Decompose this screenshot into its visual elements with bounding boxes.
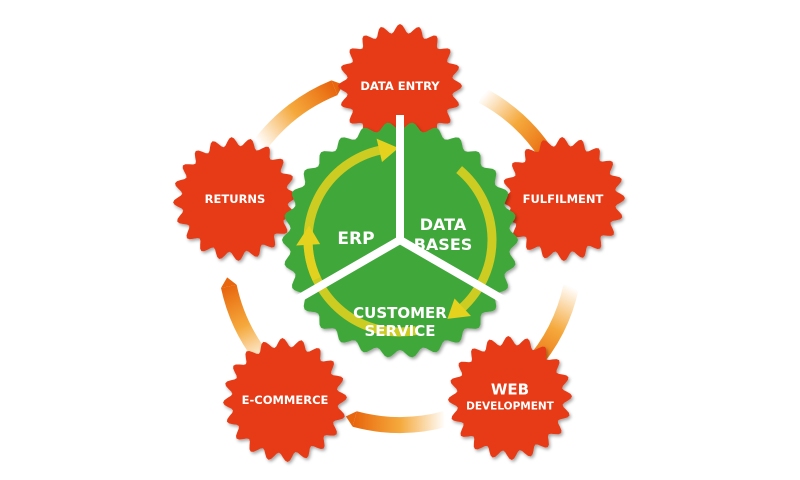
connector-arrow bbox=[253, 80, 344, 150]
gear-label-line: E-COMMERCE bbox=[242, 393, 329, 407]
gear-body bbox=[173, 137, 297, 261]
inner-arrow bbox=[296, 225, 417, 337]
center-segment-erp: ERP bbox=[337, 229, 374, 249]
connector-arrow bbox=[345, 411, 448, 433]
segment-label-line: DATA bbox=[420, 215, 467, 234]
segment-label-line: SERVICE bbox=[364, 322, 435, 340]
gear-body bbox=[448, 336, 572, 460]
inner-arrows bbox=[296, 138, 497, 337]
gear-label-line: DEVELOPMENT bbox=[466, 401, 555, 413]
segment-label-line: ERP bbox=[337, 229, 374, 249]
gear-label: RETURNS bbox=[205, 192, 266, 206]
connector-arrow bbox=[220, 277, 273, 368]
divider-line bbox=[397, 236, 511, 306]
outer-gear-web-development: WEB DEVELOPMENT bbox=[448, 336, 572, 460]
arrow-head-icon bbox=[345, 411, 357, 427]
gear-label-line: RETURNS bbox=[205, 192, 266, 206]
gear-label: DATA ENTRY bbox=[360, 79, 440, 93]
arrow-head-icon bbox=[376, 138, 399, 163]
outer-gears: DATA ENTRY FULFILMENT WEB DEVELOPMENT E-COMM… bbox=[173, 24, 625, 462]
outer-gear-e-commerce: E-COMMERCE bbox=[223, 338, 347, 462]
gear-label-line: WEB bbox=[491, 380, 529, 398]
arrow-head-icon bbox=[296, 225, 321, 246]
gear-label: WEB DEVELOPMENT bbox=[466, 380, 555, 413]
gear-label-line: DATA ENTRY bbox=[360, 79, 440, 93]
gear-body bbox=[501, 137, 625, 261]
segment-label-line: BASES bbox=[414, 235, 473, 254]
outer-gear-returns: RETURNS bbox=[173, 137, 297, 261]
outer-gear-fulfilment: FULFILMENT bbox=[501, 137, 625, 261]
gear-label: E-COMMERCE bbox=[242, 393, 329, 407]
segment-label-line: CUSTOMER bbox=[353, 304, 447, 322]
gear-label-line: FULFILMENT bbox=[523, 192, 604, 206]
divider-line bbox=[289, 236, 403, 306]
gear-body bbox=[223, 338, 347, 462]
gear-label: FULFILMENT bbox=[523, 192, 604, 206]
outer-gear-data-entry: DATA ENTRY bbox=[338, 24, 462, 148]
gear-body bbox=[338, 24, 462, 148]
segment-dividers bbox=[289, 115, 511, 306]
arrow-head-icon bbox=[447, 298, 471, 319]
inner-arrow bbox=[447, 166, 497, 319]
arrow-head-icon bbox=[220, 277, 237, 289]
